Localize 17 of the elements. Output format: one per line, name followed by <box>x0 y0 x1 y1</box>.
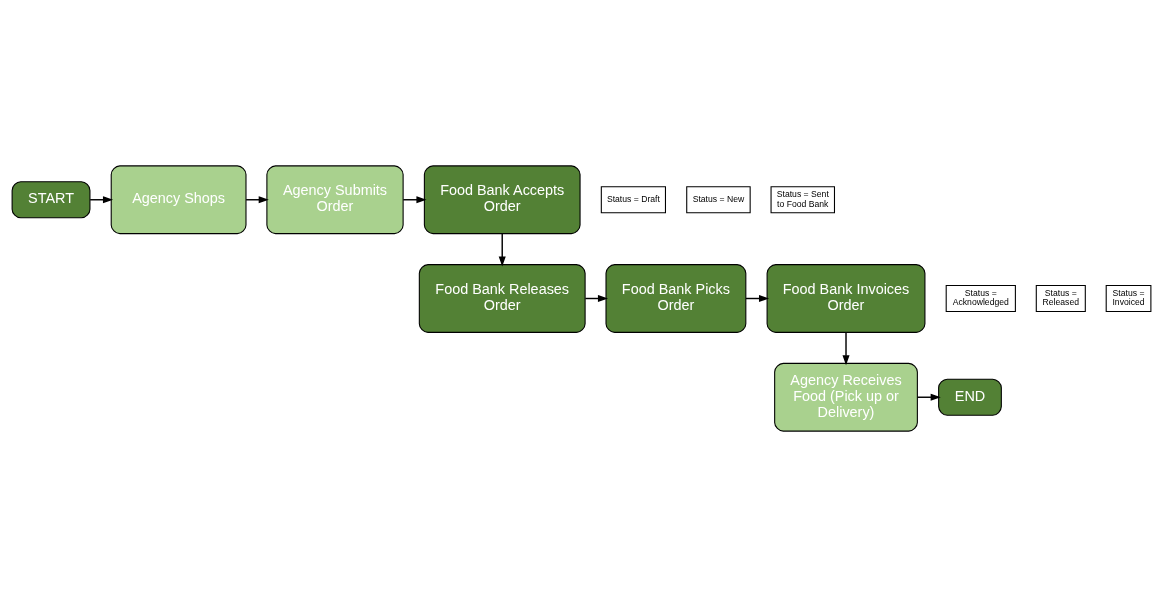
node-box: Status = Draft <box>600 185 666 213</box>
node-box: Agency Shops <box>110 164 247 234</box>
node-box: Status = Sent to Food Bank <box>770 185 835 213</box>
node-box: Agency Receives Food (Pick up or Delivery) <box>774 362 918 432</box>
node-box: Food Bank Accepts Order <box>423 164 581 234</box>
node-box: Food Bank Invoices Order <box>766 263 926 333</box>
node-box: Food Bank Picks Order <box>605 263 747 333</box>
node-box: Status = Invoiced <box>1105 284 1152 312</box>
arrow <box>498 232 506 267</box>
node-box: Agency Submits Order <box>266 164 404 234</box>
node-box: Food Bank Releases Order <box>418 263 586 333</box>
node-box: START <box>11 180 91 218</box>
node-box: Status = Released <box>1035 284 1086 312</box>
arrow <box>842 331 850 365</box>
node-box: Status = New <box>686 185 751 213</box>
node-box: Status = Acknowledged <box>945 284 1016 312</box>
node-box: END <box>938 378 1002 416</box>
